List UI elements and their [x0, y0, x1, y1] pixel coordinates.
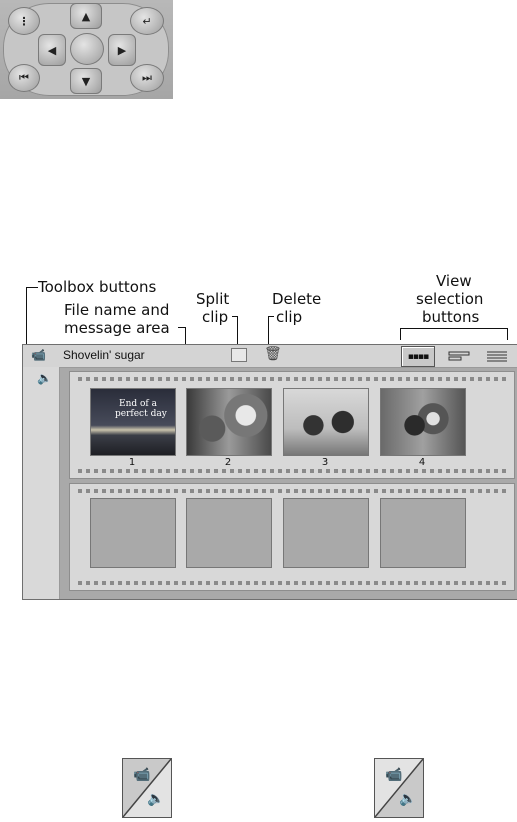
- text-view-icon: [487, 351, 507, 361]
- toggle-divider-icon: [123, 759, 171, 817]
- speaker-icon: 🔈: [399, 791, 417, 807]
- clip-number: 1: [128, 457, 136, 468]
- film-perforation: [78, 489, 506, 493]
- clip-number: 3: [321, 457, 329, 468]
- camera-icon: 📹: [385, 767, 403, 783]
- left-button[interactable]: ◀: [38, 34, 66, 66]
- clip-thumbnail-3[interactable]: [283, 388, 369, 456]
- timeline-view-icon: [448, 351, 470, 360]
- callout-line: [237, 316, 238, 348]
- callout-line: [26, 287, 38, 288]
- file-name-area: Shovelin' sugar: [63, 348, 145, 362]
- label-view-2: selection: [416, 290, 484, 308]
- camera-icon: 📹: [133, 767, 151, 783]
- label-file-name-1: File name and: [64, 301, 170, 319]
- empty-clip-slot[interactable]: [283, 498, 369, 568]
- label-delete-2: clip: [276, 308, 303, 326]
- clip-thumbnail-4[interactable]: [380, 388, 466, 456]
- empty-clip-slot[interactable]: [90, 498, 176, 568]
- text-view-button[interactable]: [481, 346, 513, 365]
- skip-back-icon: ⏮: [19, 71, 29, 84]
- toolbar: 📹 Shovelin' sugar 🗑 ▪▪▪▪: [23, 345, 517, 368]
- clip-number: 2: [224, 457, 232, 468]
- camera-toolbox-icon[interactable]: 📹: [31, 348, 46, 362]
- menu-button[interactable]: ⋮: [8, 7, 40, 35]
- right-button[interactable]: ▶: [108, 34, 136, 66]
- menu-icon: ⋮: [18, 14, 30, 28]
- thumbnail-title-text: perfect day: [115, 409, 167, 419]
- down-button[interactable]: ▼: [70, 68, 102, 94]
- up-button[interactable]: ▲: [70, 3, 102, 29]
- audio-toolbox-icon[interactable]: 🔈: [37, 371, 52, 385]
- callout-line: [507, 328, 508, 340]
- speaker-icon: 🔈: [147, 791, 165, 807]
- label-split-2: clip: [202, 308, 229, 326]
- up-arrow-icon: ▲: [81, 9, 91, 23]
- skip-forward-icon: ⏭: [142, 71, 152, 84]
- label-split-1: Split: [196, 290, 230, 308]
- callout-line: [178, 327, 186, 328]
- split-clip-icon[interactable]: [231, 348, 247, 362]
- clip-thumbnail-2[interactable]: [186, 388, 272, 456]
- callout-line: [185, 327, 186, 354]
- callout-line: [400, 328, 508, 329]
- film-perforation: [78, 377, 506, 381]
- storyboard-view-icon: ▪▪▪▪: [407, 351, 429, 362]
- film-perforation: [78, 469, 506, 473]
- center-button[interactable]: [70, 33, 104, 65]
- right-arrow-icon: ▶: [117, 43, 127, 57]
- toolbox-sidebar: 🔈: [23, 367, 60, 599]
- clip-thumbnail-1[interactable]: End of a perfect day: [90, 388, 176, 456]
- timeline-view-button[interactable]: [443, 346, 475, 365]
- storyboard-view-button[interactable]: ▪▪▪▪: [401, 346, 435, 367]
- filmstrip-row-1: End of a perfect day 1 2 3 4: [69, 371, 515, 479]
- video-audio-toggle-audio-selected[interactable]: 📹 🔈: [374, 758, 424, 818]
- callout-line: [268, 316, 269, 348]
- down-arrow-icon: ▼: [81, 74, 91, 88]
- film-perforation: [78, 581, 506, 585]
- clip-number: 4: [418, 457, 426, 468]
- toggle-divider-icon: [375, 759, 423, 817]
- label-file-name-2: message area: [64, 319, 170, 337]
- label-view-1: View: [436, 272, 472, 290]
- callout-line: [232, 316, 238, 317]
- enter-icon: ↵: [142, 14, 152, 28]
- label-delete-1: Delete: [272, 290, 322, 308]
- skip-forward-button[interactable]: ⏭: [130, 64, 164, 92]
- remote-control-pad: ⋮ ▲ ↵ ◀ ▶ ⏮ ▼ ⏭: [0, 0, 173, 99]
- label-view-3: buttons: [422, 308, 480, 326]
- callout-line: [26, 287, 27, 345]
- empty-clip-slot[interactable]: [186, 498, 272, 568]
- filmstrip-row-2: [69, 483, 515, 591]
- callout-line: [400, 328, 401, 340]
- label-toolbox-buttons: Toolbox buttons: [38, 278, 157, 296]
- callout-line: [268, 316, 274, 317]
- left-arrow-icon: ◀: [47, 43, 57, 57]
- skip-back-button[interactable]: ⏮: [8, 64, 40, 92]
- thumbnail-title-text: End of a: [119, 399, 157, 409]
- empty-clip-slot[interactable]: [380, 498, 466, 568]
- movie-window: 📹 Shovelin' sugar 🗑 ▪▪▪▪ 🔈 End of a perf…: [22, 344, 517, 600]
- enter-button[interactable]: ↵: [130, 7, 164, 35]
- delete-clip-icon[interactable]: 🗑: [264, 346, 282, 362]
- video-audio-toggle-video-selected[interactable]: 📹 🔈: [122, 758, 172, 818]
